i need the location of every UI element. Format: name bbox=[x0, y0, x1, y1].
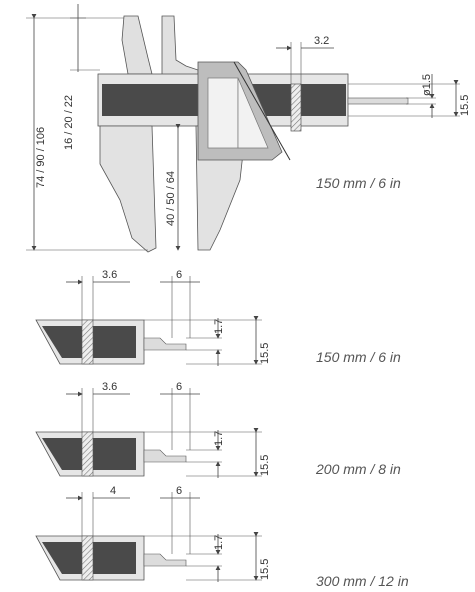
dim-thickness-label: 15.5 bbox=[459, 95, 471, 116]
dim-height-label: 74 / 90 / 106 bbox=[35, 127, 47, 188]
detail-h1: 1.7 bbox=[213, 431, 225, 446]
depth-rod bbox=[347, 97, 409, 105]
blade-section bbox=[290, 83, 302, 132]
detail-h2: 15.5 bbox=[259, 343, 271, 364]
detail-200: 3.6 6 1.7 15.5 bbox=[35, 381, 271, 478]
detail-w1: 3.6 bbox=[102, 269, 117, 281]
dim-upper-jaw-label: 16 / 20 / 22 bbox=[63, 95, 75, 150]
detail-h2: 15.5 bbox=[259, 559, 271, 580]
lower-fixed-jaw bbox=[99, 125, 157, 253]
upper-sliding-jaw bbox=[161, 15, 199, 79]
slider-window-diag bbox=[237, 77, 269, 149]
dim-rod-label: ø1.5 bbox=[421, 74, 433, 96]
detail-caption-2: 200 mm / 8 in bbox=[315, 461, 401, 477]
detail-w1: 4 bbox=[110, 485, 116, 497]
detail-300: 4 6 1.7 15.5 bbox=[35, 485, 271, 582]
detail-w2: 6 bbox=[176, 381, 182, 393]
detail-caption-1: 150 mm / 6 in bbox=[316, 349, 401, 365]
dim-blade-label: 3.2 bbox=[314, 35, 329, 47]
top-caption: 150 mm / 6 in bbox=[316, 175, 401, 191]
detail-w2: 6 bbox=[176, 269, 182, 281]
caliper-top-view: 74 / 90 / 106 16 / 20 / 22 40 / 50 / 64 … bbox=[26, 4, 471, 253]
detail-h1: 1.7 bbox=[213, 319, 225, 334]
detail-caption-3: 300 mm / 12 in bbox=[316, 573, 409, 589]
detail-150: 3.6 6 1.7 15.5 bbox=[35, 269, 271, 366]
upper-fixed-jaw bbox=[121, 15, 153, 75]
slider-window bbox=[207, 77, 239, 149]
detail-h1: 1.7 bbox=[213, 535, 225, 550]
detail-w1: 3.6 bbox=[102, 381, 117, 393]
detail-h2: 15.5 bbox=[259, 455, 271, 476]
detail-w2: 6 bbox=[176, 485, 182, 497]
dim-lower-jaw-label: 40 / 50 / 64 bbox=[165, 171, 177, 226]
section-cut-line bbox=[233, 61, 291, 161]
